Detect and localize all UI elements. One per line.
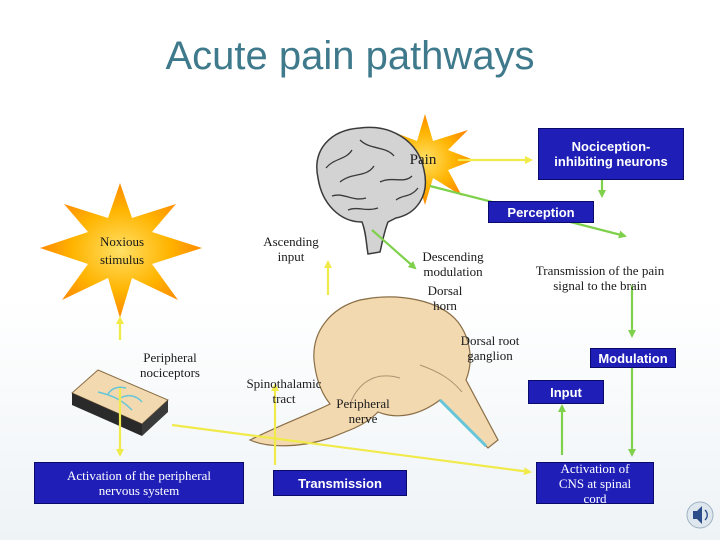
- label-peripheral-nociceptors: Peripheral nociceptors: [140, 350, 200, 380]
- arrow-descending: [371, 229, 417, 270]
- box-nociception-inhibiting-neurons: Nociception-inhibiting neurons: [538, 128, 684, 180]
- label-dorsal-horn: Dorsal horn: [427, 283, 463, 313]
- spinal-cord-section: [248, 296, 499, 449]
- box-perception: Perception: [488, 201, 594, 223]
- box-activation-cns: Activation of CNS at spinal cord: [536, 461, 654, 506]
- box-activation-peripheral: Activation of the peripheral nervous sys…: [34, 462, 244, 504]
- box-input: Input: [528, 380, 604, 404]
- label-transmission-to-brain: Transmission of the pain signal to the b…: [535, 263, 665, 293]
- label-noxious-stimulus: Noxious stimulus: [99, 234, 145, 267]
- page-title: Acute pain pathways: [165, 34, 535, 78]
- brain-icon: [316, 126, 427, 255]
- noxious-stimulus-star: [40, 183, 202, 318]
- box-modulation: Modulation: [590, 348, 676, 368]
- label-ascending-input: Ascending input: [263, 234, 319, 264]
- label-peripheral-nerve: Peripheral nerve: [336, 396, 390, 426]
- yellow-arrows: [116, 156, 533, 476]
- speaker-icon[interactable]: [686, 501, 714, 529]
- label-descending-modulation: Descending modulation: [422, 249, 484, 279]
- box-transmission: Transmission: [273, 470, 407, 496]
- label-pain: Pain: [409, 152, 437, 168]
- label-dorsal-root-ganglion: Dorsal root ganglion: [460, 333, 520, 363]
- label-spinothalamic-tract: Spinothalamic tract: [246, 376, 322, 406]
- arrow-skin-to-cns: [171, 423, 532, 476]
